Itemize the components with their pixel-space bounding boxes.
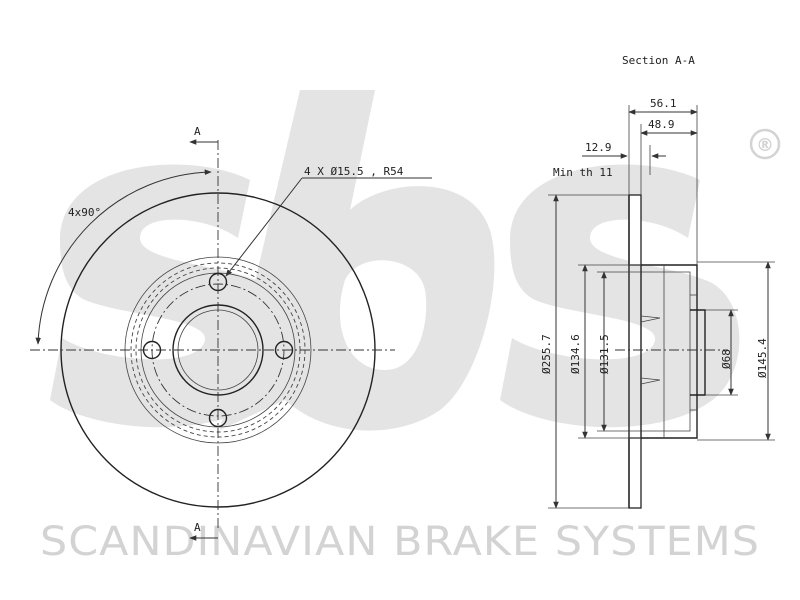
dim-dia-255-7: Ø255.7 xyxy=(540,194,629,509)
section-marker-top: A xyxy=(189,125,218,145)
dim-dia-131-5: Ø131.5 xyxy=(597,271,641,432)
min-thickness-label: Min th 11 xyxy=(553,166,613,179)
angle-dimension: 4x90° xyxy=(35,169,212,345)
hat-outer-wall xyxy=(641,264,698,439)
bolt-hole-bottom xyxy=(208,408,228,428)
dim-12-9-label: 12.9 xyxy=(585,141,612,154)
hat-inner-wall xyxy=(641,271,691,432)
dim-48-9-label: 48.9 xyxy=(648,118,675,131)
min-thickness: Min th 11 xyxy=(553,166,613,179)
dia-131-5-label: Ø131.5 xyxy=(598,334,611,374)
company-name-watermark: SCANDINAVIAN BRAKE SYSTEMS xyxy=(40,519,760,565)
bolt-callout: 4 X Ø15.5 , R54 xyxy=(225,165,432,277)
sbs-logo-watermark xyxy=(50,90,740,431)
dim-dia-145-4: Ø145.4 xyxy=(697,261,775,441)
dim-dia-134-6: Ø134.6 xyxy=(569,264,641,439)
dim-56-1-label: 56.1 xyxy=(650,97,677,110)
section-profile xyxy=(615,194,728,509)
section-marker-bottom: A xyxy=(189,521,218,541)
section-mark-top-label: A xyxy=(194,125,201,138)
registered-mark: ® xyxy=(749,128,781,160)
bolt-callout-label: 4 X Ø15.5 , R54 xyxy=(304,165,404,178)
dim-48-9: 48.9 xyxy=(640,118,698,195)
friction-ring-top xyxy=(628,194,642,266)
angle-label: 4x90° xyxy=(68,206,101,219)
bolt-hole-right xyxy=(274,340,294,360)
dia-255-7-label: Ø255.7 xyxy=(540,334,553,374)
dim-dia-68: Ø68 xyxy=(705,309,738,396)
friction-ring-bottom xyxy=(628,437,642,509)
dia-145-4-label: Ø145.4 xyxy=(756,338,769,378)
hub-bore xyxy=(690,309,706,396)
section-title: Section A-A xyxy=(622,54,695,67)
front-view xyxy=(30,140,395,530)
dia-134-6-label: Ø134.6 xyxy=(569,334,582,374)
registered-mark-text: ® xyxy=(756,135,774,156)
dim-12-9: 12.9 xyxy=(582,141,666,175)
dia-68-label: Ø68 xyxy=(720,349,733,369)
section-mark-bottom-label: A xyxy=(194,521,201,534)
